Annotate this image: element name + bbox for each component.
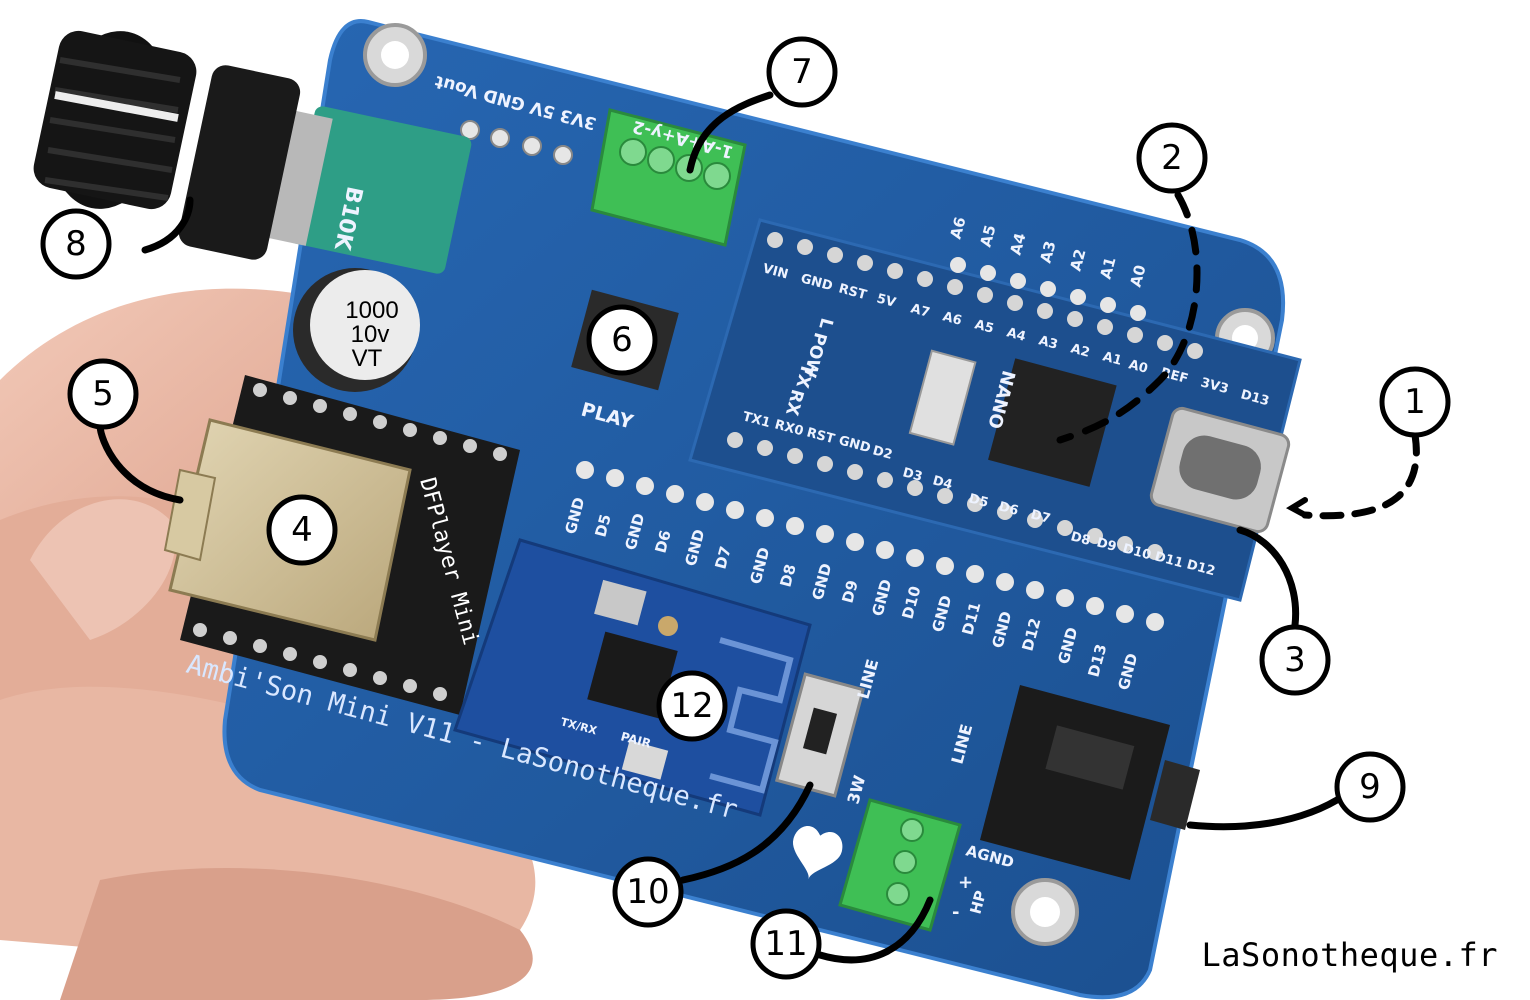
minus-label: - xyxy=(952,902,959,923)
pin-label: REF xyxy=(1159,365,1190,387)
pin-label: D4 xyxy=(931,473,954,493)
callout-5: 5 xyxy=(67,358,139,430)
pin-label: D6 xyxy=(997,499,1020,519)
pin-label: A4 xyxy=(1005,325,1027,344)
pin-label: RX0 xyxy=(773,417,805,439)
callout-3-number: 3 xyxy=(1284,640,1306,680)
callout-4: 4 xyxy=(266,494,338,566)
callout-11: 11 xyxy=(750,908,822,980)
pin-label: A3 xyxy=(1037,333,1059,352)
callout-1-number: 1 xyxy=(1404,382,1426,422)
line-3w-switch[interactable] xyxy=(774,672,866,798)
pin-label: D12 xyxy=(1185,557,1217,579)
led-label-l: L xyxy=(814,316,836,332)
pin-label: A7 xyxy=(909,301,931,320)
callout-badges: 1 2 3 4 5 6 7 8 xyxy=(40,36,1451,980)
nano-top-pin-labels: VIN GND RST 5V A7 A6 A5 A4 A3 A2 A1 A0 R… xyxy=(761,261,1271,409)
callout-9: 9 xyxy=(1334,751,1406,823)
pin-label: 3V3 xyxy=(1199,375,1230,397)
volume-knob[interactable] xyxy=(30,19,303,262)
callout-10-number: 10 xyxy=(626,872,669,912)
callout-8: 8 xyxy=(40,208,112,280)
callout-1: 1 xyxy=(1379,366,1451,438)
pin-label: D9 xyxy=(1095,535,1118,555)
bottom-header-pads xyxy=(576,461,1164,631)
pin-label: D8 xyxy=(776,562,799,589)
pin-label: A2 xyxy=(1069,341,1091,360)
pin-label: A0 xyxy=(1127,357,1149,376)
nano-bottom-pins xyxy=(727,432,1163,560)
pin-label: D11 xyxy=(1153,549,1185,571)
top-header-pads xyxy=(460,120,573,165)
pin-label: D10 xyxy=(1121,541,1153,563)
capacitor-value: 1000 xyxy=(345,297,398,324)
pin-label: TX1 xyxy=(741,409,772,431)
pin-label: RST xyxy=(837,281,868,303)
callout-3: 3 xyxy=(1259,624,1331,696)
callout-lines xyxy=(96,91,1420,964)
callout-7: 7 xyxy=(766,36,838,108)
callout-2: 2 xyxy=(1136,122,1208,194)
pin-label: A4 xyxy=(1006,231,1029,257)
plus-label: + xyxy=(958,872,973,893)
pin-label: D13 xyxy=(1239,387,1271,409)
pin-label: D9 xyxy=(838,578,861,605)
analog-header: A6 A5 A4 A3 A2 A1 A0 xyxy=(946,215,1150,321)
pin-label: 5V xyxy=(875,291,897,310)
pin-label: D2 xyxy=(871,443,894,463)
heart-icon xyxy=(793,826,843,880)
pin-label: D6 xyxy=(651,528,674,555)
bluetooth-module: PAIR TX/RX xyxy=(453,538,812,817)
pin-label: A6 xyxy=(946,215,969,241)
callout-5-number: 5 xyxy=(92,374,114,414)
capacitor: 1000 10v VT xyxy=(293,268,420,392)
pin-label: A3 xyxy=(1036,239,1059,265)
pin-label: D3 xyxy=(901,465,924,485)
pin-label: RST xyxy=(805,425,836,447)
pin-label: A1 xyxy=(1101,349,1123,368)
callout-4-number: 4 xyxy=(291,510,313,550)
pin-label: D5 xyxy=(967,491,990,511)
callout-6-number: 6 xyxy=(611,320,633,360)
pin-label: A5 xyxy=(973,317,995,336)
arduino-nano: NANO xyxy=(688,218,1302,602)
capacitor-voltage: 10v xyxy=(351,321,390,348)
pin-label: A6 xyxy=(941,309,963,328)
terminal-block-top xyxy=(590,108,747,247)
callout-9-number: 9 xyxy=(1359,767,1381,807)
callout-11-number: 11 xyxy=(764,924,807,964)
pin-label: A0 xyxy=(1126,263,1149,289)
audio-jack xyxy=(980,685,1200,880)
nano-bottom-pin-labels: TX1 RX0 RST GND D2 D3 D4 D5 D6 D7 D8 D9 … xyxy=(741,409,1217,579)
callout-12-number: 12 xyxy=(670,686,713,726)
callout-10: 10 xyxy=(612,856,684,928)
pin-label: A5 xyxy=(976,223,999,249)
pin-label: D8 xyxy=(1069,529,1092,549)
callout-12: 12 xyxy=(656,670,728,742)
site-watermark: LaSonotheque.fr xyxy=(1201,936,1498,974)
pin-label: VIN xyxy=(761,261,790,282)
callout-2-number: 2 xyxy=(1161,138,1183,178)
callout-7-number: 7 xyxy=(791,52,813,92)
capacitor-brand: VT xyxy=(352,345,383,372)
pin-label: D5 xyxy=(591,512,614,539)
pin-label: D7 xyxy=(1029,507,1052,527)
callout-6: 6 xyxy=(586,304,658,376)
pin-label: A2 xyxy=(1066,247,1089,273)
nano-top-pins xyxy=(767,232,1203,359)
pin-label: A1 xyxy=(1096,255,1119,281)
pin-label: D7 xyxy=(711,544,734,571)
hp-label: HP xyxy=(966,889,989,916)
callout-8-number: 8 xyxy=(65,224,87,264)
